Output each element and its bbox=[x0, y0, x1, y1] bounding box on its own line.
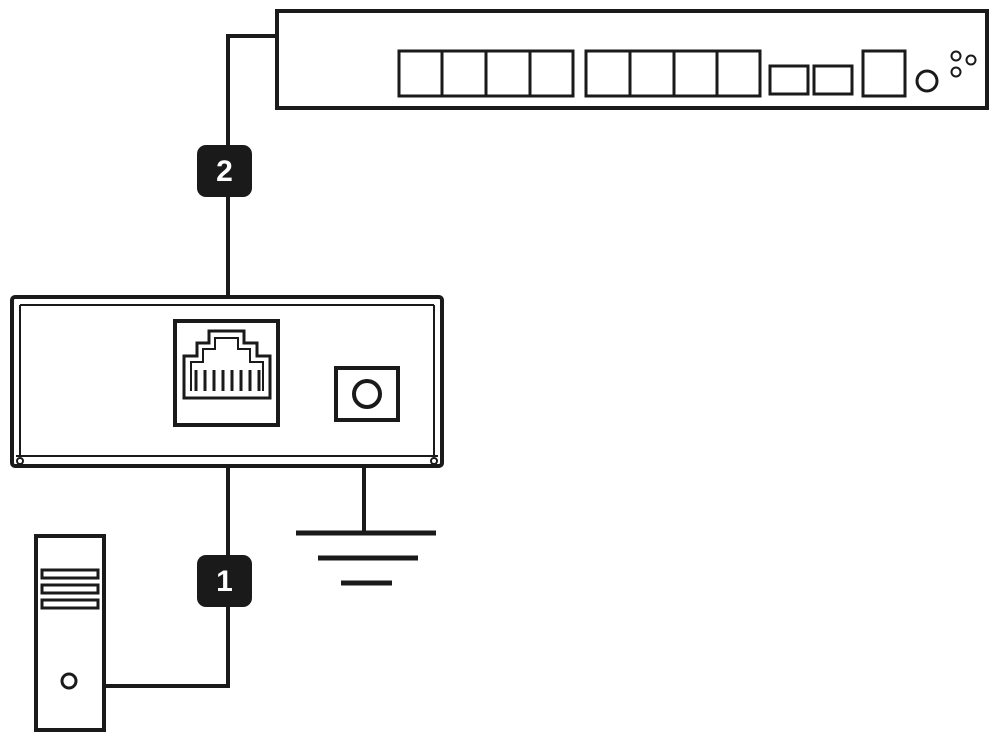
switch-port-group-a bbox=[397, 49, 575, 98]
switch-led-icon bbox=[950, 66, 962, 78]
cable-1 bbox=[104, 425, 230, 688]
network-switch bbox=[275, 9, 989, 110]
sfp-port-1 bbox=[768, 64, 810, 96]
cable-label-1-text: 1 bbox=[216, 565, 233, 598]
sfp-port-2 bbox=[812, 64, 854, 96]
power-button-icon bbox=[915, 69, 939, 93]
rj45-pins bbox=[194, 370, 261, 391]
pc-power-button-icon bbox=[60, 672, 78, 690]
console-port bbox=[861, 49, 907, 98]
cable-label-2: 2 bbox=[197, 145, 252, 197]
switch-port-group-b bbox=[584, 49, 762, 98]
cable-2 bbox=[226, 34, 277, 300]
rj45-port bbox=[173, 319, 280, 427]
cable-label-2-text: 2 bbox=[216, 155, 233, 188]
switch-led-icon bbox=[965, 54, 977, 66]
ground-screw bbox=[334, 366, 400, 422]
switch-led-icon bbox=[950, 50, 962, 62]
cable-label-1: 1 bbox=[197, 555, 252, 607]
device-box bbox=[10, 295, 444, 468]
pc-tower bbox=[34, 534, 106, 732]
